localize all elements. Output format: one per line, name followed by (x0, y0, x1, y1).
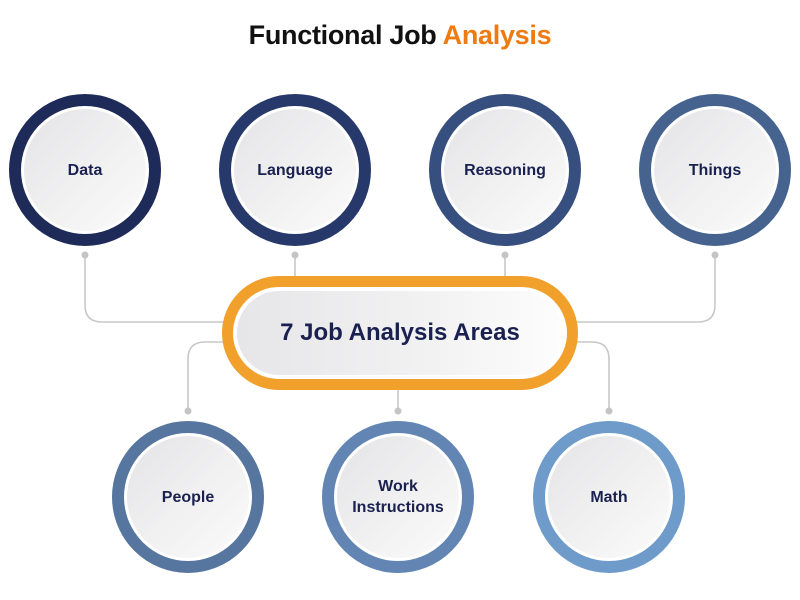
node-label: Reasoning (464, 161, 546, 179)
connector-people (187, 341, 228, 410)
connector-dot (605, 407, 613, 415)
node-math: Math (533, 421, 685, 573)
connector-dot (711, 251, 719, 259)
center-hub-label: 7 Job Analysis Areas (280, 319, 520, 346)
node-inner: People (127, 436, 249, 558)
title-main: Functional Job (248, 20, 443, 50)
node-reasoning: Reasoning (429, 94, 581, 246)
connector-dot (184, 407, 192, 415)
node-inner: Data (24, 109, 146, 231)
node-people: People (112, 421, 264, 573)
connector-dot (501, 251, 509, 259)
connector-things (572, 255, 716, 323)
node-label: Things (688, 161, 742, 179)
connector-dot (394, 407, 402, 415)
node-label: Math (590, 488, 628, 506)
node-inner: Reasoning (444, 109, 566, 231)
node-work-instructions: Work Instructions (322, 421, 474, 573)
center-hub-inner: 7 Job Analysis Areas (237, 291, 563, 375)
node-label: People (161, 488, 215, 506)
node-inner: Things (654, 109, 776, 231)
connector-data (84, 255, 228, 323)
node-data: Data (9, 94, 161, 246)
node-inner: Work Instructions (337, 436, 459, 558)
connector-dot (81, 251, 89, 259)
node-language: Language (219, 94, 371, 246)
title-accent: Analysis (442, 20, 552, 50)
node-things: Things (639, 94, 791, 246)
node-label: Data (67, 161, 103, 179)
connector-dot (291, 251, 299, 259)
node-inner: Language (234, 109, 356, 231)
center-hub: 7 Job Analysis Areas (222, 276, 578, 390)
connector-math (572, 341, 610, 410)
node-inner: Math (548, 436, 670, 558)
diagram-title: Functional Job Analysis (0, 20, 800, 51)
node-label: Work Instructions (352, 478, 444, 516)
node-label: Language (257, 161, 333, 179)
